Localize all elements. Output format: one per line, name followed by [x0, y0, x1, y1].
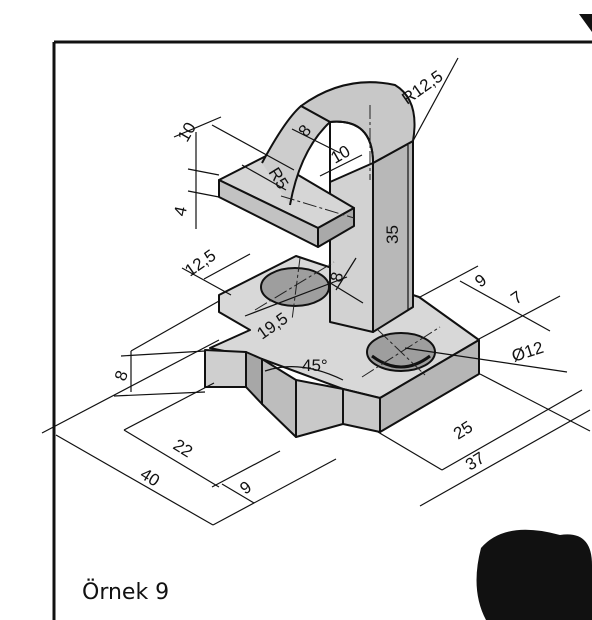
- dim-10-top: 10: [328, 142, 354, 168]
- dim-40: 40: [137, 464, 163, 490]
- dim-dia12: Ø12: [509, 338, 545, 366]
- dim-r12-5: R12,5: [398, 67, 446, 109]
- dim-22: 22: [170, 435, 196, 461]
- example-caption: Örnek 9: [82, 580, 170, 605]
- dim-9-bottom: 9: [236, 477, 255, 498]
- dim-8-left: 8: [111, 368, 132, 383]
- dim-25: 25: [450, 417, 476, 443]
- dim-4: 4: [170, 205, 191, 218]
- dim-7: 7: [507, 287, 526, 308]
- dimension-lines: [41, 57, 591, 526]
- ink-blot: [476, 529, 592, 620]
- dim-45: 45°: [302, 356, 328, 375]
- drawing-frame: [52, 14, 592, 620]
- dim-35: 35: [383, 225, 402, 244]
- dim-12-5: 12,5: [181, 246, 219, 281]
- dim-9-right: 9: [471, 270, 490, 291]
- dim-37: 37: [462, 448, 488, 474]
- center-lines: [254, 105, 441, 378]
- side-arm: [218, 105, 355, 248]
